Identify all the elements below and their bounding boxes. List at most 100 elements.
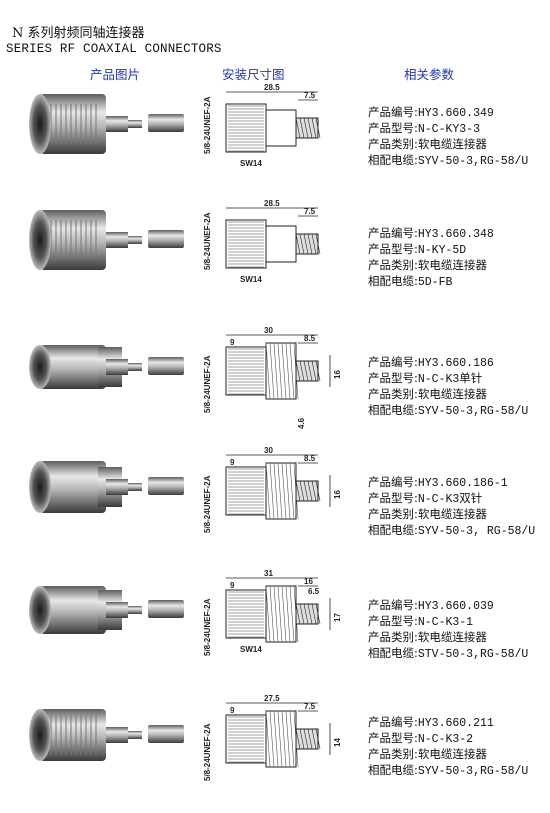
spec-model-value: N-C-K3-2 <box>417 733 474 746</box>
column-header-drawing: 安装尺寸图 <box>222 67 285 82</box>
spec-model-label: 产品型号: <box>368 121 418 135</box>
spec-model-label: 产品型号: <box>368 731 418 745</box>
spec-code-value: HY3.660.186-1 <box>417 477 508 490</box>
spec-code-label: 产品编号: <box>368 105 418 119</box>
spec-code-value: HY3.660.348 <box>417 228 494 241</box>
dim-front-label: 9 <box>230 581 235 590</box>
dim-diameter-label: 16 <box>333 370 342 379</box>
dim-d1-label: 7.5 <box>304 702 316 711</box>
spec-code: 产品编号:HY3.660.348 <box>368 226 550 242</box>
spec-model: 产品型号:N-C-K3单针 <box>368 371 550 387</box>
dim-diameter-label: 16 <box>333 490 342 499</box>
spec-model: 产品型号:N-C-K3-2 <box>368 731 550 747</box>
spec-model-label: 产品型号: <box>368 371 418 385</box>
spec-type-value: 软电缆连接器 <box>417 389 487 402</box>
spec-model: 产品型号:N-C-KY3-3 <box>368 121 550 137</box>
spec-cable: 相配电缆:SYV-50-3,RG-58/U <box>368 403 550 419</box>
dim-total-label: 28.5 <box>264 83 280 92</box>
spec-model-value: N-C-K3-1 <box>417 616 474 629</box>
page-title-cn: N 系列射频同轴连接器 <box>12 26 145 41</box>
spec-model-label: 产品型号: <box>368 491 418 505</box>
spec-type: 产品类别:软电缆连接器 <box>368 137 550 153</box>
wrench-size-label: SW14 <box>240 159 262 168</box>
connector-photo <box>29 345 184 389</box>
column-header-params: 相关参数 <box>404 67 455 82</box>
spec-cable-value: SYV-50-3,RG-58/U <box>417 155 529 168</box>
thread-spec-label: 5/8-24UNEF-2A <box>203 96 212 154</box>
dim-total-label: 28.5 <box>264 199 280 208</box>
thread-spec-label: 5/8-24UNEF-2A <box>203 355 212 413</box>
spec-model-value: N-C-KY3-3 <box>417 123 480 136</box>
spec-type-label: 产品类别: <box>368 137 418 151</box>
dim-front-label: 9 <box>230 338 235 347</box>
spec-model-label: 产品型号: <box>368 242 418 256</box>
connector-photo <box>29 461 184 513</box>
spec-type-value: 软电缆连接器 <box>417 260 487 273</box>
thread-spec-label: 5/8-24UNEF-2A <box>203 212 212 270</box>
dim-d1-label: 8.5 <box>304 454 316 463</box>
spec-cable-label: 相配电缆: <box>368 763 418 777</box>
dim-d3-label: 6.5 <box>308 587 320 596</box>
spec-cable-label: 相配电缆: <box>368 523 418 537</box>
spec-type-value: 软电缆连接器 <box>417 139 487 152</box>
thread-spec-label: 5/8-24UNEF-2A <box>203 723 212 781</box>
spec-model: 产品型号:N-KY-5D <box>368 242 550 258</box>
spec-code: 产品编号:HY3.660.186 <box>368 355 550 371</box>
connector-photo <box>29 586 184 634</box>
spec-code-value: HY3.660.211 <box>417 717 494 730</box>
spec-cable-label: 相配电缆: <box>368 274 418 288</box>
spec-code: 产品编号:HY3.660.211 <box>368 715 550 731</box>
spec-type-value: 软电缆连接器 <box>417 749 487 762</box>
spec-cable-label: 相配电缆: <box>368 403 418 417</box>
spec-type-label: 产品类别: <box>368 507 418 521</box>
thread-spec-label: 5/8-24UNEF-2A <box>203 598 212 656</box>
spec-cable-value: STV-50-3,RG-58/U <box>417 648 529 661</box>
spec-cable-value: SYV-50-3,RG-58/U <box>417 765 529 778</box>
wrench-size-label: SW14 <box>240 275 262 284</box>
spec-cable: 相配电缆:5D-FB <box>368 274 550 290</box>
spec-cable-value: SYV-50-3,RG-58/U <box>417 405 529 418</box>
spec-code-value: HY3.660.186 <box>417 357 494 370</box>
spec-type-value: 软电缆连接器 <box>417 632 487 645</box>
spec-code-label: 产品编号: <box>368 715 418 729</box>
spec-type: 产品类别:软电缆连接器 <box>368 630 550 646</box>
spec-cable-value: 5D-FB <box>417 276 453 289</box>
spec-cable-label: 相配电缆: <box>368 646 418 660</box>
spec-type: 产品类别:软电缆连接器 <box>368 258 550 274</box>
spec-model: 产品型号:N-C-K3-1 <box>368 614 550 630</box>
spec-model: 产品型号:N-C-K3双针 <box>368 491 550 507</box>
spec-code: 产品编号:HY3.660.349 <box>368 105 550 121</box>
connector-photo <box>29 709 184 761</box>
spec-model-value: N-KY-5D <box>417 244 467 257</box>
spec-cable: 相配电缆:STV-50-3,RG-58/U <box>368 646 550 662</box>
spec-code-value: HY3.660.039 <box>417 600 494 613</box>
spec-model-value: N-C-K3双针 <box>417 493 483 506</box>
dim-total-label: 27.5 <box>264 694 280 703</box>
column-header-photo: 产品图片 <box>90 67 141 82</box>
dim-total-label: 30 <box>264 326 273 335</box>
dim-d1-label: 7.5 <box>304 207 316 216</box>
spec-type: 产品类别:软电缆连接器 <box>368 387 550 403</box>
dim-total-label: 31 <box>264 569 273 578</box>
dim-front-label: 9 <box>230 458 235 467</box>
dim-diameter-label: 14 <box>333 738 342 747</box>
spec-type-label: 产品类别: <box>368 387 418 401</box>
spec-type-label: 产品类别: <box>368 258 418 272</box>
spec-code-value: HY3.660.349 <box>417 107 494 120</box>
wrench-size-label: SW14 <box>240 645 262 654</box>
spec-cable: 相配电缆:SYV-50-3, RG-58/U <box>368 523 550 539</box>
spec-type-label: 产品类别: <box>368 747 418 761</box>
spec-cable: 相配电缆:SYV-50-3,RG-58/U <box>368 153 550 169</box>
